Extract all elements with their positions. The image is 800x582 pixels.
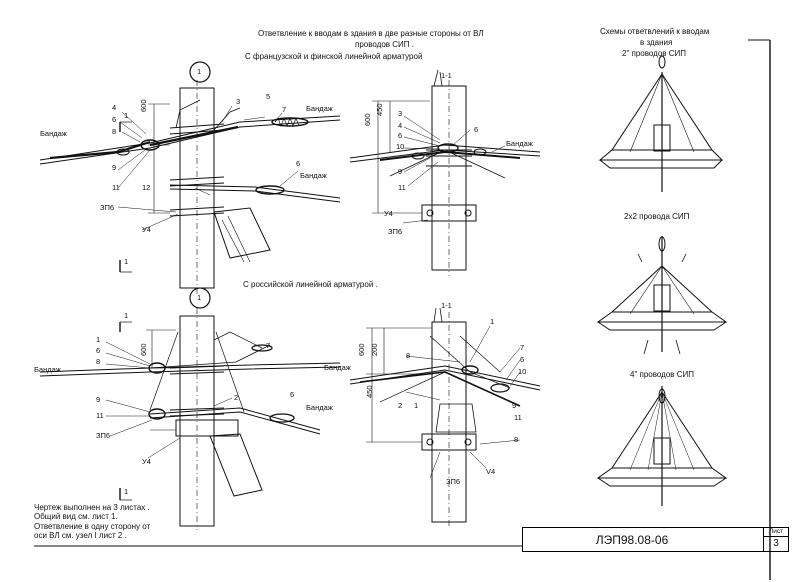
section-label-bottom: 1-1 <box>441 301 452 310</box>
label-7-bm: 7 <box>520 343 525 352</box>
label-zp6-bl: ЗП6 <box>96 431 111 440</box>
label-4-tm: 4 <box>398 121 403 130</box>
label-6-tm: 6 <box>398 131 403 140</box>
bandazh-tm: Бандаж <box>506 139 533 148</box>
bandazh-tl-left: Бандаж <box>40 129 67 138</box>
label-11-bl: 11 <box>96 411 104 420</box>
label-zp6-tm: ЗП6 <box>388 227 403 236</box>
pole-view-bottom-left <box>39 287 341 530</box>
dim-600-section-bottom: 600 <box>357 343 366 356</box>
bandazh-bl-right: Бандаж <box>306 403 333 412</box>
label-9-bl: 9 <box>96 395 101 404</box>
sheet-box: Лист 3 <box>763 528 788 551</box>
schemes-title-1: Схемы ответвлений к вводам <box>600 27 710 36</box>
bandazh-tl-lower: Бандаж <box>300 171 327 180</box>
label-2-bm: 2 <box>398 401 403 410</box>
label-u4-bl: У4 <box>142 457 151 466</box>
notes-block: Чертеж выполнен на 3 листах . Общий вид … <box>34 503 150 541</box>
label-6b-tm: 6 <box>474 125 479 134</box>
section-mark-1b: 1 <box>124 111 129 120</box>
scheme-2-label: 2x2 провода СИП <box>624 212 690 221</box>
label-6-bm: 6 <box>520 355 525 364</box>
dim-600-bottom: 600 <box>139 343 148 356</box>
section-mark-1d: 1 <box>124 311 129 320</box>
label-2-bl: 2 <box>234 393 239 402</box>
label-v4-bm: V4 <box>486 467 496 476</box>
label-8-bl: 8 <box>96 357 101 366</box>
section-mark-1c: 1 <box>124 487 129 496</box>
section-mark-1a: 1 <box>124 257 129 266</box>
section-label-top: 1-1 <box>441 71 452 80</box>
dim-200-section-bottom: 200 <box>370 343 379 356</box>
note-line-4: оси ВЛ см. узел I лист 2 . <box>34 531 127 541</box>
note-line-2: Общий вид см. лист 1. <box>34 512 118 522</box>
label-zp6-tl: ЗП6 <box>100 203 115 212</box>
node-number-top: 1 <box>197 67 202 76</box>
dim-600-top: 600 <box>139 99 148 112</box>
label-10-tm: 10 <box>396 142 405 151</box>
label-6-tl: 6 <box>112 115 117 124</box>
label-3-tl: 3 <box>236 97 241 106</box>
label-11-tm: 11 <box>398 183 406 192</box>
label-6-bl: 6 <box>96 346 101 355</box>
label-3-tm: 3 <box>398 109 403 118</box>
sheet-header: Лист <box>764 528 788 537</box>
dim-600-section-top: 600 <box>363 113 372 126</box>
title-line-1: Ответвление к вводам в здания в две разн… <box>258 29 484 38</box>
bandazh-bl-left: Бандаж <box>34 365 61 374</box>
label-11-tl: 11 <box>112 183 120 192</box>
section-heading-bottom: С российской линейной арматурой . <box>243 280 378 289</box>
scheme-3-label: 4" проводов СИП <box>630 370 695 379</box>
pole-view-top-left <box>39 61 341 294</box>
section-heading-top: С французской и финской линейной арматур… <box>245 52 423 61</box>
label-8-tl: 8 <box>112 127 117 136</box>
label-6b-bl: 6 <box>290 390 295 399</box>
dim-450-section-top: 450 <box>375 103 384 116</box>
label-7-bl: 7 <box>266 341 271 350</box>
label-1b-bm: 1 <box>414 401 419 410</box>
label-12-tl: 12 <box>142 183 151 192</box>
bandazh-bm: Бандаж <box>324 363 351 372</box>
section-view-top <box>349 69 541 276</box>
title-stamp: ЛЭП98.08-06 Лист 3 <box>522 527 789 552</box>
label-11-bm: 11 <box>514 413 522 422</box>
section-view-bottom <box>349 307 541 528</box>
schemes-title-2: в здания <box>640 38 673 47</box>
label-9-bm: 9 <box>512 401 517 410</box>
scheme-1-label: 2" проводов СИП <box>622 49 687 58</box>
label-9-tl: 9 <box>112 163 117 172</box>
node-number-bottom: 1 <box>197 293 202 302</box>
label-10-bm: 10 <box>518 367 527 376</box>
label-1-bm: 1 <box>490 317 495 326</box>
note-line-1: Чертеж выполнен на 3 листах . <box>34 503 150 512</box>
label-1-bl: 1 <box>96 335 101 344</box>
title-line-2: проводов СИП . <box>355 40 414 49</box>
label-9-tm: 9 <box>398 167 403 176</box>
label-4-tl: 4 <box>112 103 117 112</box>
label-7-tl: 7 <box>282 105 287 114</box>
label-zp6-bm: ЗП6 <box>446 477 461 486</box>
label-6b-tl: 6 <box>296 159 301 168</box>
dim-450-section-bottom: 450 <box>365 385 374 398</box>
label-8-bm: 8 <box>406 351 411 360</box>
drawing-code: ЛЭП98.08-06 <box>595 533 669 547</box>
schemes-right <box>596 55 728 506</box>
label-8b-bm: 8 <box>514 435 519 444</box>
label-u4-tm: У4 <box>384 209 393 218</box>
bandazh-tl-right: Бандаж <box>306 104 333 113</box>
label-5-tl: 5 <box>266 92 271 101</box>
sheet-number: 3 <box>773 538 779 549</box>
label-u4-tl: У4 <box>142 225 151 234</box>
note-line-3: Ответвление в одну сторону от <box>34 521 151 531</box>
